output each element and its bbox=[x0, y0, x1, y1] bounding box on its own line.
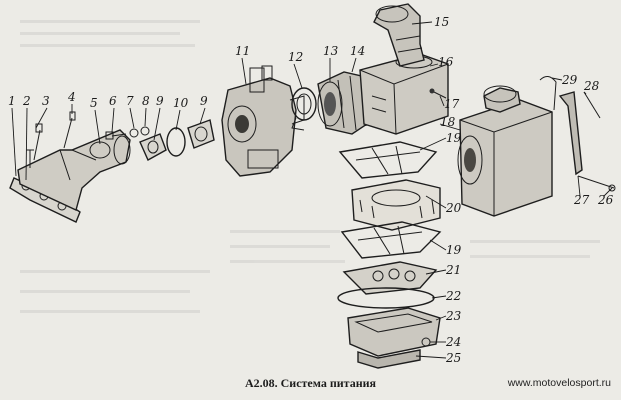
callout-22: 22 bbox=[445, 289, 461, 303]
part-clamp-12 bbox=[291, 87, 317, 131]
callout-7: 7 bbox=[126, 94, 134, 108]
callout-20: 20 bbox=[445, 201, 462, 215]
callout-1: 1 bbox=[8, 94, 16, 108]
callout-19-bottom: 19 bbox=[446, 243, 462, 257]
part-tray-23 bbox=[347, 307, 441, 357]
part-grid-19-bottom bbox=[340, 221, 442, 259]
callout-14: 14 bbox=[350, 44, 365, 58]
part-pin-17 bbox=[429, 88, 447, 99]
part-filter-element-20 bbox=[351, 179, 441, 231]
callout-10: 10 bbox=[173, 96, 189, 110]
callout-15: 15 bbox=[434, 15, 449, 29]
part-bracket-27-29 bbox=[539, 76, 616, 192]
callout-6: 6 bbox=[109, 94, 117, 108]
part-bolt-washers bbox=[105, 126, 150, 140]
background-text-texture bbox=[20, 20, 600, 313]
part-grid-19-top bbox=[338, 141, 438, 179]
callout-9b: 9 bbox=[200, 94, 208, 108]
callout-25: 25 bbox=[445, 351, 461, 365]
part-plate-21 bbox=[342, 261, 438, 295]
callout-21: 21 bbox=[445, 263, 461, 277]
part-carburetor-11 bbox=[221, 65, 305, 177]
callout-2: 2 bbox=[22, 94, 31, 108]
site-watermark: www.motovelosport.ru bbox=[507, 377, 611, 389]
callout-8: 8 bbox=[142, 94, 150, 108]
part-intake-manifold-5 bbox=[17, 129, 131, 211]
callout-24: 24 bbox=[445, 335, 461, 349]
callout-26: 26 bbox=[597, 193, 614, 207]
part-base-25 bbox=[357, 349, 421, 369]
callout-16: 16 bbox=[438, 55, 454, 69]
callout-29: 29 bbox=[561, 73, 578, 87]
callout-5: 5 bbox=[90, 96, 98, 110]
callout-labels: 1 2 3 4 5 6 7 8 9 10 9 11 12 13 14 15 16… bbox=[8, 15, 614, 365]
leader-lines bbox=[11, 21, 613, 359]
callout-9a: 9 bbox=[156, 94, 164, 108]
callout-4: 4 bbox=[67, 90, 76, 104]
callout-27: 27 bbox=[573, 193, 590, 207]
callout-12: 12 bbox=[288, 50, 303, 64]
callout-23: 23 bbox=[445, 309, 462, 323]
callout-13: 13 bbox=[323, 44, 339, 58]
part-elbow-15 bbox=[373, 3, 425, 67]
callout-19-top: 19 bbox=[446, 131, 462, 145]
part-filter-housing-16 bbox=[359, 53, 449, 135]
part-flange-gaskets bbox=[139, 119, 215, 161]
part-assembled-filter-18 bbox=[457, 85, 553, 217]
part-studs bbox=[26, 111, 76, 168]
figure-caption: А2.08. Система питания bbox=[244, 376, 377, 390]
callout-17: 17 bbox=[444, 97, 460, 111]
callout-18: 18 bbox=[440, 115, 456, 129]
callout-11: 11 bbox=[235, 44, 250, 58]
callout-3: 3 bbox=[42, 94, 50, 108]
callout-28: 28 bbox=[583, 79, 600, 93]
